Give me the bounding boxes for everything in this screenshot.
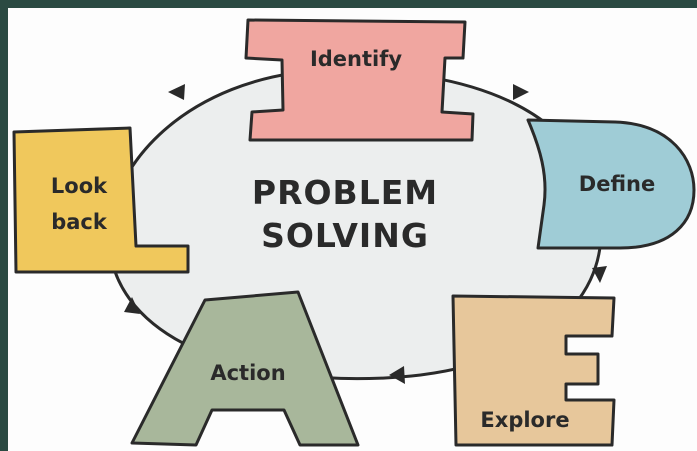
letter-l-shape	[12, 126, 190, 274]
title-line1: PROBLEM	[252, 173, 438, 212]
letter-a-shape	[130, 290, 360, 447]
action-label: Action	[210, 361, 285, 385]
step-define: Define	[526, 118, 696, 250]
identify-label: Identify	[310, 47, 402, 71]
letter-d-shape	[526, 118, 696, 250]
step-explore: Explore	[451, 294, 616, 447]
step-action: Action	[130, 290, 360, 447]
lookback-label-line2: back	[51, 210, 108, 234]
arrow-head-icon	[592, 266, 607, 283]
step-identify: Identify	[244, 18, 475, 142]
define-label: Define	[579, 172, 655, 196]
explore-label: Explore	[480, 408, 569, 432]
arrow-head-icon	[124, 297, 140, 314]
letter-e-shape	[451, 294, 616, 447]
arrow-head-icon	[513, 84, 529, 100]
title-line2: SOLVING	[261, 216, 429, 255]
step-lookback: Look back	[12, 126, 190, 274]
letter-i-shape	[244, 18, 475, 142]
arrow-head-icon	[389, 366, 405, 384]
lookback-label-line1: Look	[51, 174, 108, 198]
arrow-head-icon	[168, 84, 185, 100]
